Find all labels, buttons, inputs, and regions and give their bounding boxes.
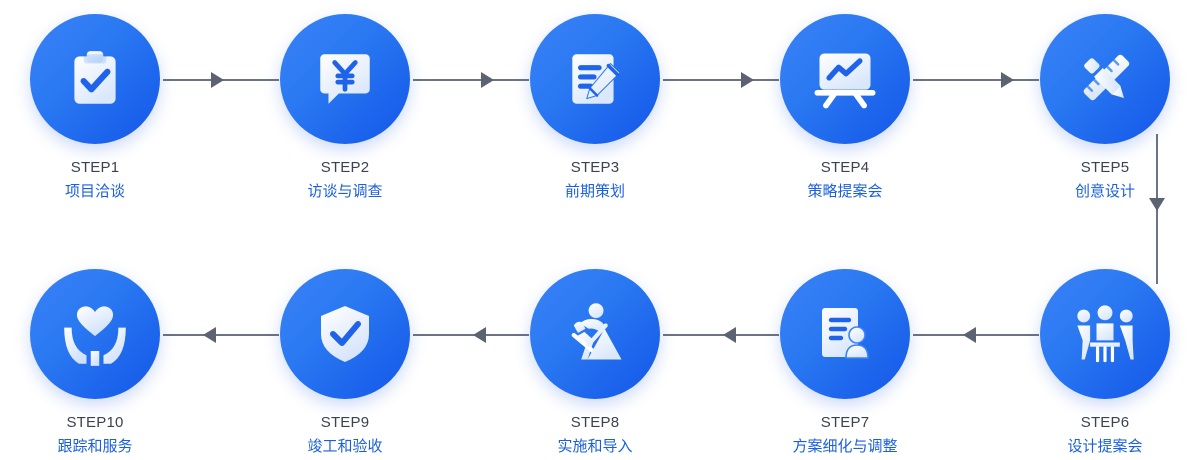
step-labels-step1: STEP1 项目洽谈	[20, 158, 170, 203]
connector-line-step6-step7	[913, 334, 1039, 336]
step-name-step8: 实施和导入	[557, 438, 633, 455]
meeting-people-icon	[1071, 300, 1139, 368]
arrow-step5-to-step6	[1149, 198, 1165, 211]
step-id-step4: STEP4	[820, 159, 870, 176]
step-node-step8[interactable]: STEP8 实施和导入	[520, 269, 670, 458]
arrow-step9-to-step10	[203, 327, 216, 343]
arrow-step3-to-step4	[741, 72, 754, 88]
step-circle-step1[interactable]	[30, 14, 160, 144]
document-pencil-icon	[562, 46, 628, 112]
connector-line-step9-step10	[163, 334, 279, 336]
step-circle-step10[interactable]	[30, 269, 160, 399]
step-id-step9: STEP9	[320, 414, 370, 431]
connector-line-step4-step5	[913, 79, 1039, 81]
step-name-step7: 方案细化与调整	[792, 438, 898, 455]
step-labels-step10: STEP10 跟踪和服务	[20, 413, 170, 458]
connector-line-step7-step8	[663, 334, 779, 336]
step-node-step10[interactable]: STEP10 跟踪和服务	[20, 269, 170, 458]
step-name-step3: 前期策划	[564, 183, 625, 200]
arrow-step1-to-step2	[211, 72, 224, 88]
step-node-step6[interactable]: STEP6 设计提案会	[1030, 269, 1180, 458]
step-circle-step5[interactable]	[1040, 14, 1170, 144]
document-person-icon	[813, 302, 877, 366]
arrow-step2-to-step3	[481, 72, 494, 88]
step-circle-step7[interactable]	[780, 269, 910, 399]
speech-bubble-yen-icon	[312, 46, 378, 112]
step-labels-step7: STEP7 方案细化与调整	[770, 413, 920, 458]
step-node-step9[interactable]: STEP9 竣工和验收	[270, 269, 420, 458]
step-id-step6: STEP6	[1080, 414, 1130, 431]
arrow-step8-to-step9	[473, 327, 486, 343]
step-labels-step9: STEP9 竣工和验收	[270, 413, 420, 458]
step-id-step7: STEP7	[820, 414, 870, 431]
step-id-step2: STEP2	[320, 159, 370, 176]
arrow-step4-to-step5	[1001, 72, 1014, 88]
step-id-step8: STEP8	[570, 414, 620, 431]
step-node-step3[interactable]: STEP3 前期策划	[520, 14, 670, 203]
step-name-step1: 项目洽谈	[64, 183, 125, 200]
arrow-step6-to-step7	[963, 327, 976, 343]
step-id-step5: STEP5	[1080, 159, 1130, 176]
ruler-pencil-icon	[1072, 46, 1138, 112]
connector-line-step8-step9	[413, 334, 529, 336]
step-labels-step4: STEP4 策略提案会	[770, 158, 920, 203]
construction-worker-icon	[561, 300, 629, 368]
step-circle-step8[interactable]	[530, 269, 660, 399]
step-circle-step2[interactable]	[280, 14, 410, 144]
step-name-step9: 竣工和验收	[307, 438, 383, 455]
step-circle-step6[interactable]	[1040, 269, 1170, 399]
step-node-step7[interactable]: STEP7 方案细化与调整	[770, 269, 920, 458]
step-id-step10: STEP10	[66, 414, 124, 431]
step-name-step4: 策略提案会	[807, 183, 883, 200]
step-name-step2: 访谈与调查	[307, 183, 383, 200]
step-name-step10: 跟踪和服务	[57, 438, 133, 455]
step-id-step3: STEP3	[570, 159, 620, 176]
connector-line-step3-step4	[663, 79, 779, 81]
step-id-step1: STEP1	[70, 159, 120, 176]
shield-check-icon	[313, 302, 377, 366]
presentation-chart-icon	[811, 45, 879, 113]
clipboard-check-icon	[62, 46, 128, 112]
step-node-step4[interactable]: STEP4 策略提案会	[770, 14, 920, 203]
step-circle-step4[interactable]	[780, 14, 910, 144]
step-labels-step6: STEP6 设计提案会	[1030, 413, 1180, 458]
arrow-step7-to-step8	[723, 327, 736, 343]
step-node-step1[interactable]: STEP1 项目洽谈	[20, 14, 170, 203]
step-node-step5[interactable]: STEP5 创意设计	[1030, 14, 1180, 203]
step-circle-step3[interactable]	[530, 14, 660, 144]
heart-hands-icon	[61, 300, 129, 368]
step-labels-step2: STEP2 访谈与调查	[270, 158, 420, 203]
step-name-step5: 创意设计	[1074, 183, 1135, 200]
step-circle-step9[interactable]	[280, 269, 410, 399]
step-labels-step8: STEP8 实施和导入	[520, 413, 670, 458]
step-name-step6: 设计提案会	[1067, 438, 1143, 455]
step-node-step2[interactable]: STEP2 访谈与调查	[270, 14, 420, 203]
step-labels-step3: STEP3 前期策划	[520, 158, 670, 203]
step-labels-step5: STEP5 创意设计	[1030, 158, 1180, 203]
connector-line-step2-step3	[413, 79, 529, 81]
